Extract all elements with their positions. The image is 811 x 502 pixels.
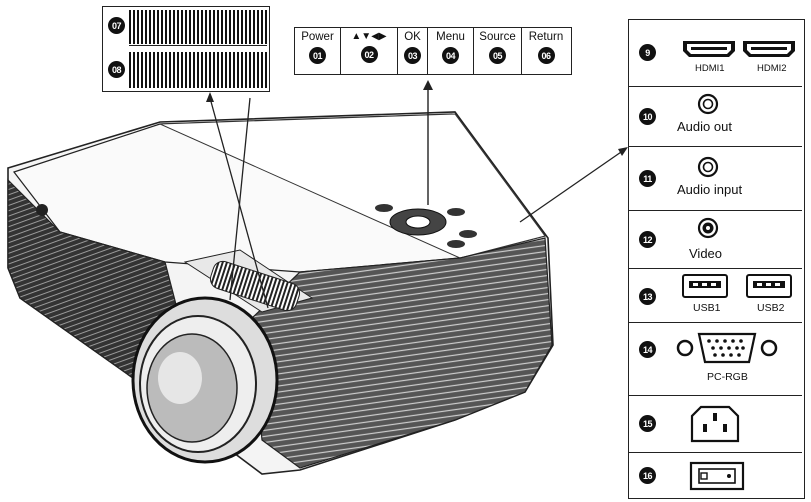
arrow-buttons-label: ▲▼◀▶ (351, 31, 387, 42)
menu-button-cell: Menu 04 (428, 28, 474, 74)
usb2-label: USB2 (757, 302, 785, 314)
usb-number-badge: 13 (639, 288, 656, 305)
focus-number-badge: 07 (108, 17, 125, 34)
audio-input-label: Audio input (677, 182, 743, 197)
port-row-video: 12 Video (629, 211, 802, 269)
return-button-label: Return (528, 31, 564, 43)
power-switch-icon (689, 461, 745, 491)
port-row-audio-input: 11 Audio input (629, 147, 802, 211)
ok-number-badge: 03 (404, 47, 421, 64)
menu-number-badge: 04 (442, 47, 459, 64)
audio-input-number-badge: 11 (639, 170, 656, 187)
hdmi-port-icon (683, 41, 795, 57)
focus-ring-graphic (129, 10, 267, 44)
video-label: Video (689, 246, 723, 261)
zoom-number-badge: 08 (108, 61, 125, 78)
source-number-badge: 05 (489, 47, 506, 64)
power-socket-number-badge: 15 (639, 415, 656, 432)
focus-zoom-inset: 07 08 (102, 6, 270, 92)
power-socket-icon (690, 405, 740, 443)
port-row-hdmi: 9 HDMI1 HDMI2 (629, 20, 802, 87)
return-button-cell: Return 06 (522, 28, 570, 74)
arrow-number-badge: 02 (360, 46, 378, 63)
return-number-badge: 06 (537, 47, 555, 64)
menu-button-label: Menu (436, 31, 465, 43)
hdmi1-label: HDMI1 (695, 63, 725, 74)
usb1-label: USB1 (693, 302, 721, 314)
vga-number-badge: 14 (639, 341, 656, 358)
port-row-usb: 13 USB1 USB2 (629, 269, 802, 323)
zoom-ring-graphic (129, 52, 267, 88)
port-row-audio-out: 10 Audio out (629, 87, 802, 147)
port-row-power-switch: 16 (629, 453, 802, 498)
ok-button-label: OK (404, 31, 421, 43)
source-button-cell: Source 05 (474, 28, 522, 74)
audio-jack-icon (697, 93, 719, 115)
audio-jack-icon (697, 156, 719, 178)
hdmi2-label: HDMI2 (757, 63, 787, 74)
video-number-badge: 12 (639, 231, 656, 248)
power-number-badge: 01 (309, 47, 326, 64)
power-button-label: Power (301, 31, 334, 43)
audio-out-number-badge: 10 (639, 108, 656, 125)
vga-port-icon (676, 332, 778, 364)
usb-port-icon (682, 274, 792, 298)
power-button-cell: Power 01 (295, 28, 341, 74)
rear-ports-panel: 9 HDMI1 HDMI2 10 Audio out 11 Audio inpu… (628, 19, 805, 499)
ok-button-cell: OK 03 (398, 28, 428, 74)
audio-out-label: Audio out (677, 119, 732, 134)
source-button-label: Source (479, 31, 516, 43)
arrow-buttons-cell: ▲▼◀▶ 02 (341, 28, 398, 74)
control-button-legend: Power 01 ▲▼◀▶ 02 OK 03 Menu 04 Source 05… (294, 27, 572, 75)
port-row-power-socket: 15 (629, 396, 802, 453)
rca-video-icon (697, 217, 719, 239)
port-row-vga: 14 PC-RGB (629, 323, 802, 396)
hdmi-number-badge: 9 (639, 44, 656, 61)
power-switch-number-badge: 16 (639, 467, 656, 484)
pc-rgb-label: PC-RGB (707, 371, 748, 383)
